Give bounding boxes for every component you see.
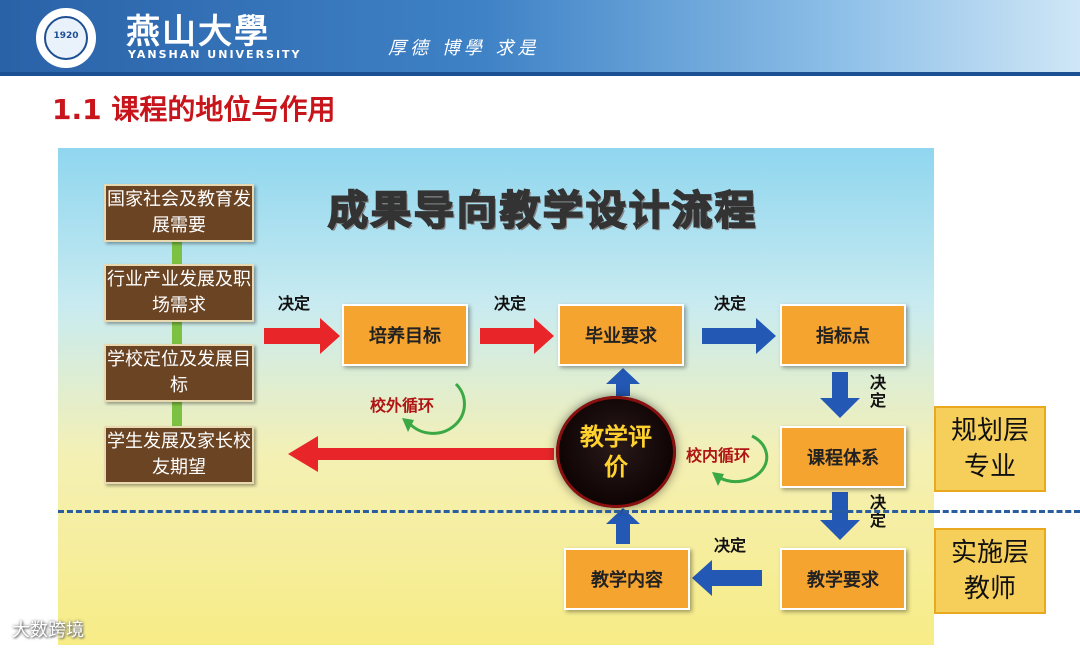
logo-seal-icon: 1920	[44, 16, 88, 60]
layer-planning-title: 规划层	[951, 413, 1029, 449]
teaching-evaluation-circle: 教学评价	[556, 396, 676, 508]
box-teaching-content: 教学内容	[564, 548, 690, 610]
header-divider	[0, 72, 1080, 76]
outer-loop-label: 校外循环	[370, 392, 434, 416]
teaching-evaluation-label: 教学评价	[556, 410, 676, 494]
watermark: 大数跨境	[12, 616, 84, 642]
university-name-en: YANSHAN UNIVERSITY	[128, 48, 302, 61]
layer-implementation-role: 教师	[964, 571, 1016, 607]
red-arrow-to-goal	[264, 318, 340, 354]
red-arrow-feedback	[288, 436, 554, 472]
diagram-panel: 成果导向教学设计流程 国家社会及教育发展需要 行业产业发展及职场需求 学校定位及…	[58, 148, 934, 645]
layer-implementation-title: 实施层	[951, 535, 1029, 571]
decide-label-2: 决定	[494, 290, 526, 314]
blue-arrow-content-up	[606, 508, 640, 544]
blue-arrow-to-content	[692, 560, 762, 596]
box-indicator: 指标点	[780, 304, 906, 366]
layer-divider	[58, 510, 934, 513]
university-logo: 1920	[36, 8, 96, 68]
university-name-cn: 燕山大學	[126, 4, 270, 53]
box-graduation-requirement: 毕业要求	[558, 304, 684, 366]
slide-title: 1.1 课程的地位与作用	[52, 88, 335, 128]
blue-arrow-to-teaching-req	[820, 492, 860, 540]
box-curriculum: 课程体系	[780, 426, 906, 488]
decide-label-1: 决定	[278, 290, 310, 314]
blue-arrow-to-curriculum	[820, 372, 860, 418]
blue-arrow-to-indicator	[702, 318, 776, 354]
box-training-goal: 培养目标	[342, 304, 468, 366]
layer-implementation: 实施层 教师	[934, 528, 1046, 614]
layer-planning-role: 专业	[964, 449, 1016, 485]
decide-label-6: 决定	[714, 532, 746, 556]
logo-year: 1920	[46, 31, 86, 41]
red-arrow-to-graduation	[480, 318, 554, 354]
decide-label-3: 决定	[714, 290, 746, 314]
layer-planning: 规划层 专业	[934, 406, 1046, 492]
box-teaching-requirement: 教学要求	[780, 548, 906, 610]
header-banner: 1920 燕山大學 YANSHAN UNIVERSITY 厚德 博學 求是	[0, 0, 1080, 72]
decide-label-4: 决定	[870, 374, 888, 410]
layer-divider-right	[934, 510, 1080, 513]
blue-arrow-eval-up	[606, 368, 640, 396]
university-motto: 厚德 博學 求是	[388, 34, 539, 60]
inner-loop-label: 校内循环	[686, 442, 750, 466]
